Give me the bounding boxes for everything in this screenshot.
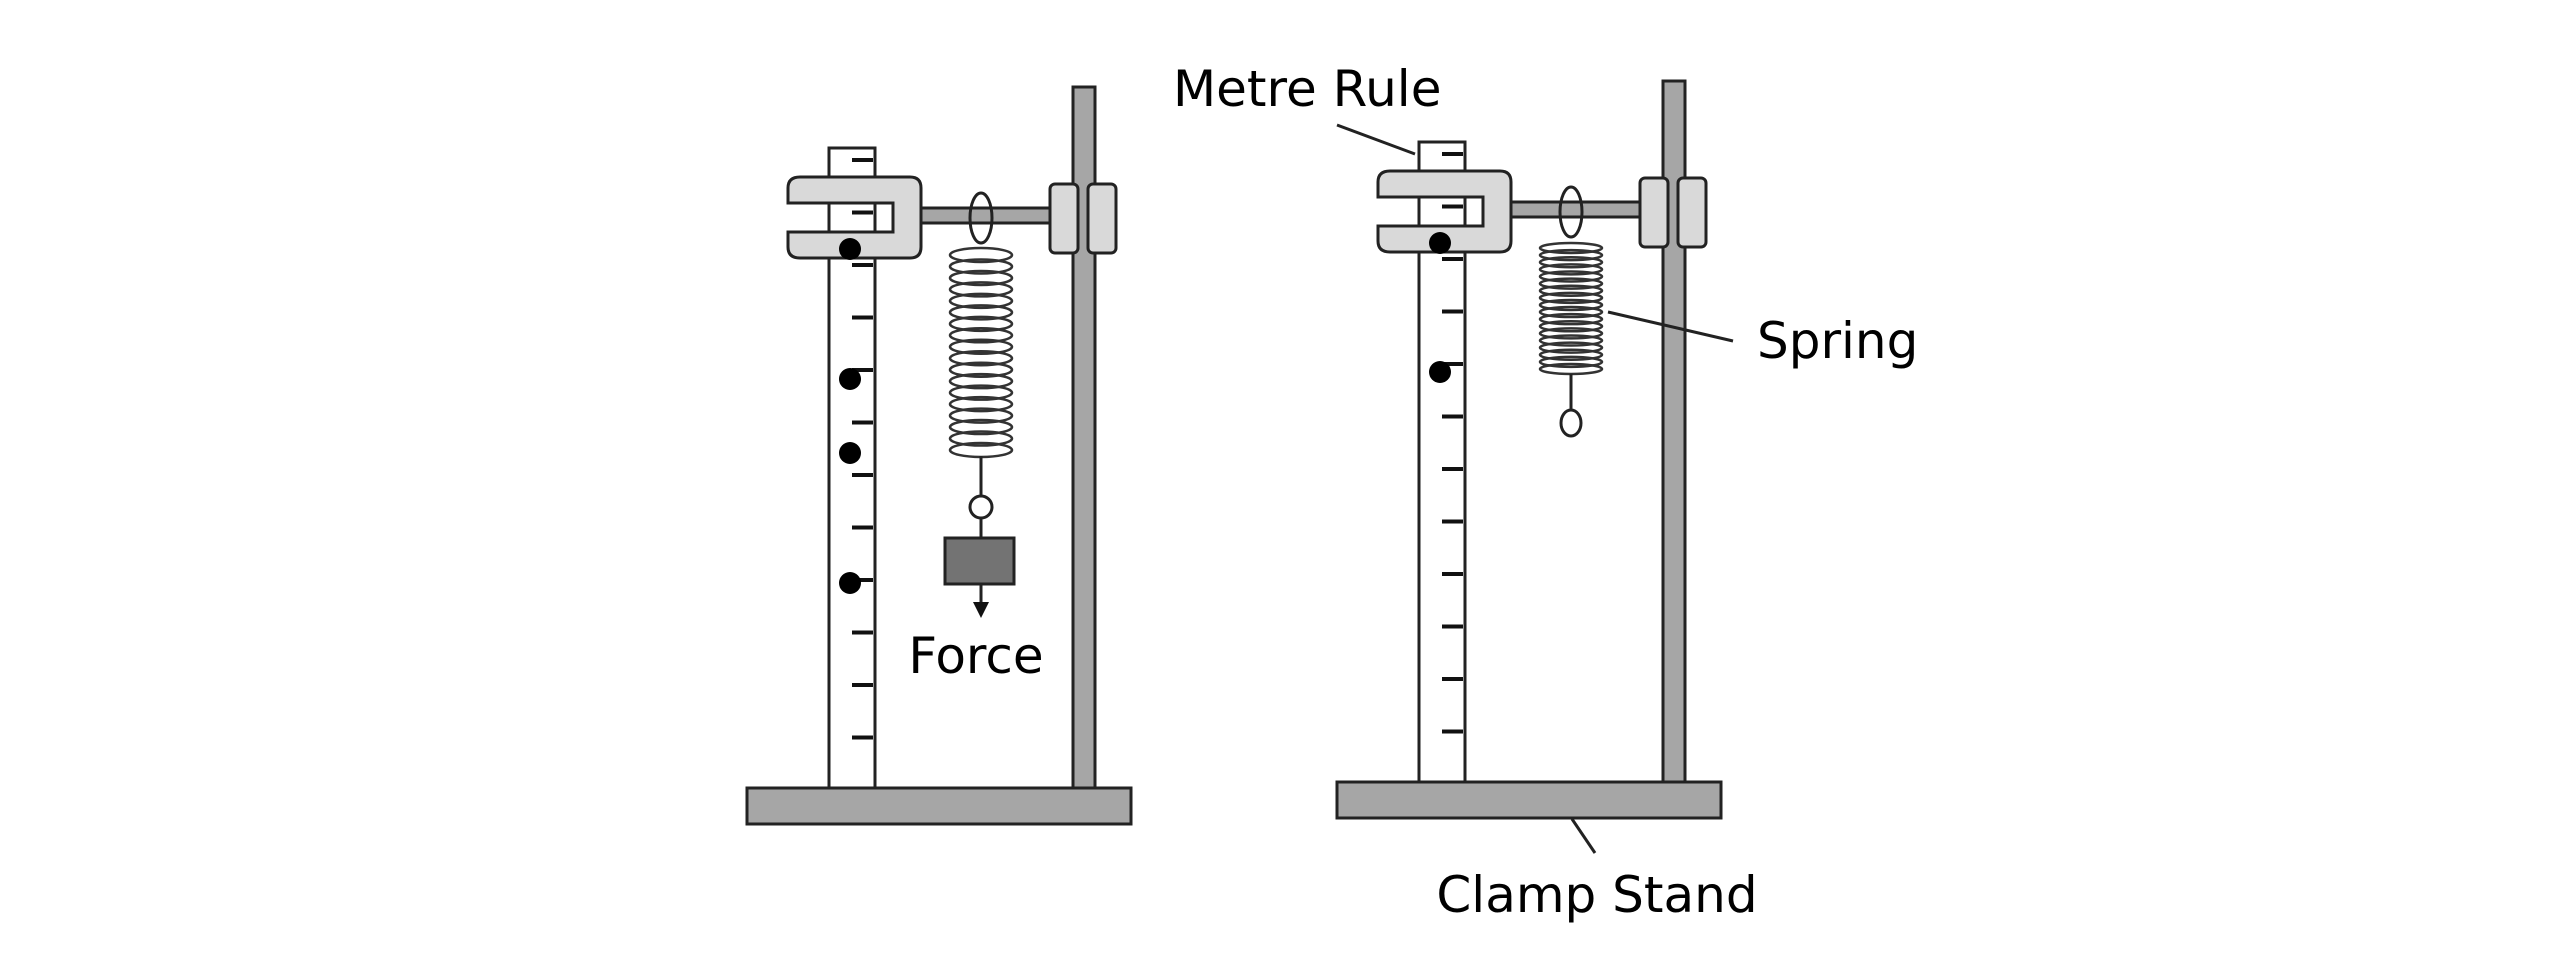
force-label: Force	[908, 627, 1043, 685]
spring-coil	[1538, 270, 1604, 283]
spring-coil	[1538, 298, 1604, 312]
spring-coil	[1538, 334, 1604, 347]
spring-coil	[948, 430, 1014, 447]
spring-end-ring	[968, 494, 994, 520]
spring-coil	[1538, 263, 1604, 276]
spring-coil	[1538, 277, 1604, 290]
spring-coil	[1538, 320, 1604, 333]
spring-coil	[948, 338, 1014, 356]
stand-base	[745, 786, 1133, 826]
spring-hook-ring	[1558, 185, 1584, 239]
spring-coil	[948, 315, 1014, 333]
stand-base	[1335, 780, 1723, 820]
apparatus-without-mass	[1335, 79, 1723, 820]
spring-coil	[948, 269, 1014, 287]
mass-block	[943, 536, 1016, 586]
spring-coil	[948, 258, 1014, 275]
boss-head	[1676, 176, 1708, 249]
metre-rule-label: Metre Rule	[1173, 60, 1441, 118]
spring-coil	[948, 327, 1014, 344]
position-marker-dot	[1429, 232, 1451, 254]
spring-coil	[1538, 305, 1604, 319]
position-marker-dot	[839, 572, 861, 594]
metre-rule-leader-line	[1336, 123, 1416, 156]
spring-label: Spring	[1757, 312, 1918, 370]
spring-coil	[1538, 348, 1604, 362]
spring-coil	[1538, 327, 1604, 340]
spring-coil	[948, 372, 1014, 390]
spring-leader-line	[1607, 310, 1734, 343]
clamp-arm	[1503, 200, 1647, 219]
boss-head	[1638, 176, 1670, 249]
position-marker-dot	[839, 368, 861, 390]
spring-coil	[1538, 291, 1604, 305]
spring-hook-ring	[968, 191, 994, 245]
clamp	[786, 175, 923, 260]
position-marker-dot	[839, 238, 861, 260]
spring-coil	[1538, 355, 1604, 369]
spring-coil	[948, 361, 1014, 378]
clamp-stand-label: Clamp Stand	[1436, 866, 1757, 924]
spring-coil	[948, 407, 1014, 424]
clamp-arm	[913, 206, 1057, 225]
spring-coil	[1538, 341, 1604, 354]
apparatus-with-mass	[745, 85, 1133, 826]
boss-head	[1048, 182, 1080, 255]
spring-coil	[948, 292, 1014, 310]
clamp	[1376, 169, 1513, 254]
spring-coil	[1538, 362, 1604, 376]
spring-coil	[1538, 248, 1604, 262]
spring-coil	[948, 246, 1014, 264]
spring-end-ring	[1559, 408, 1583, 438]
position-marker-dot	[1429, 361, 1451, 383]
force-arrow-icon	[973, 602, 989, 618]
boss-head	[1086, 182, 1118, 255]
spring-coil	[948, 349, 1014, 367]
spring-coil	[948, 384, 1014, 401]
spring-coil	[1538, 312, 1604, 326]
spring-coil	[948, 418, 1014, 436]
spring-coil	[948, 395, 1014, 413]
spring-coil	[948, 281, 1014, 298]
spring-coil	[1538, 284, 1604, 297]
spring-coil	[1538, 255, 1604, 269]
spring-coil	[1538, 241, 1604, 255]
spring-coil	[948, 304, 1014, 321]
clamp-stand-leader-line	[1570, 818, 1597, 854]
position-marker-dot	[839, 442, 861, 464]
